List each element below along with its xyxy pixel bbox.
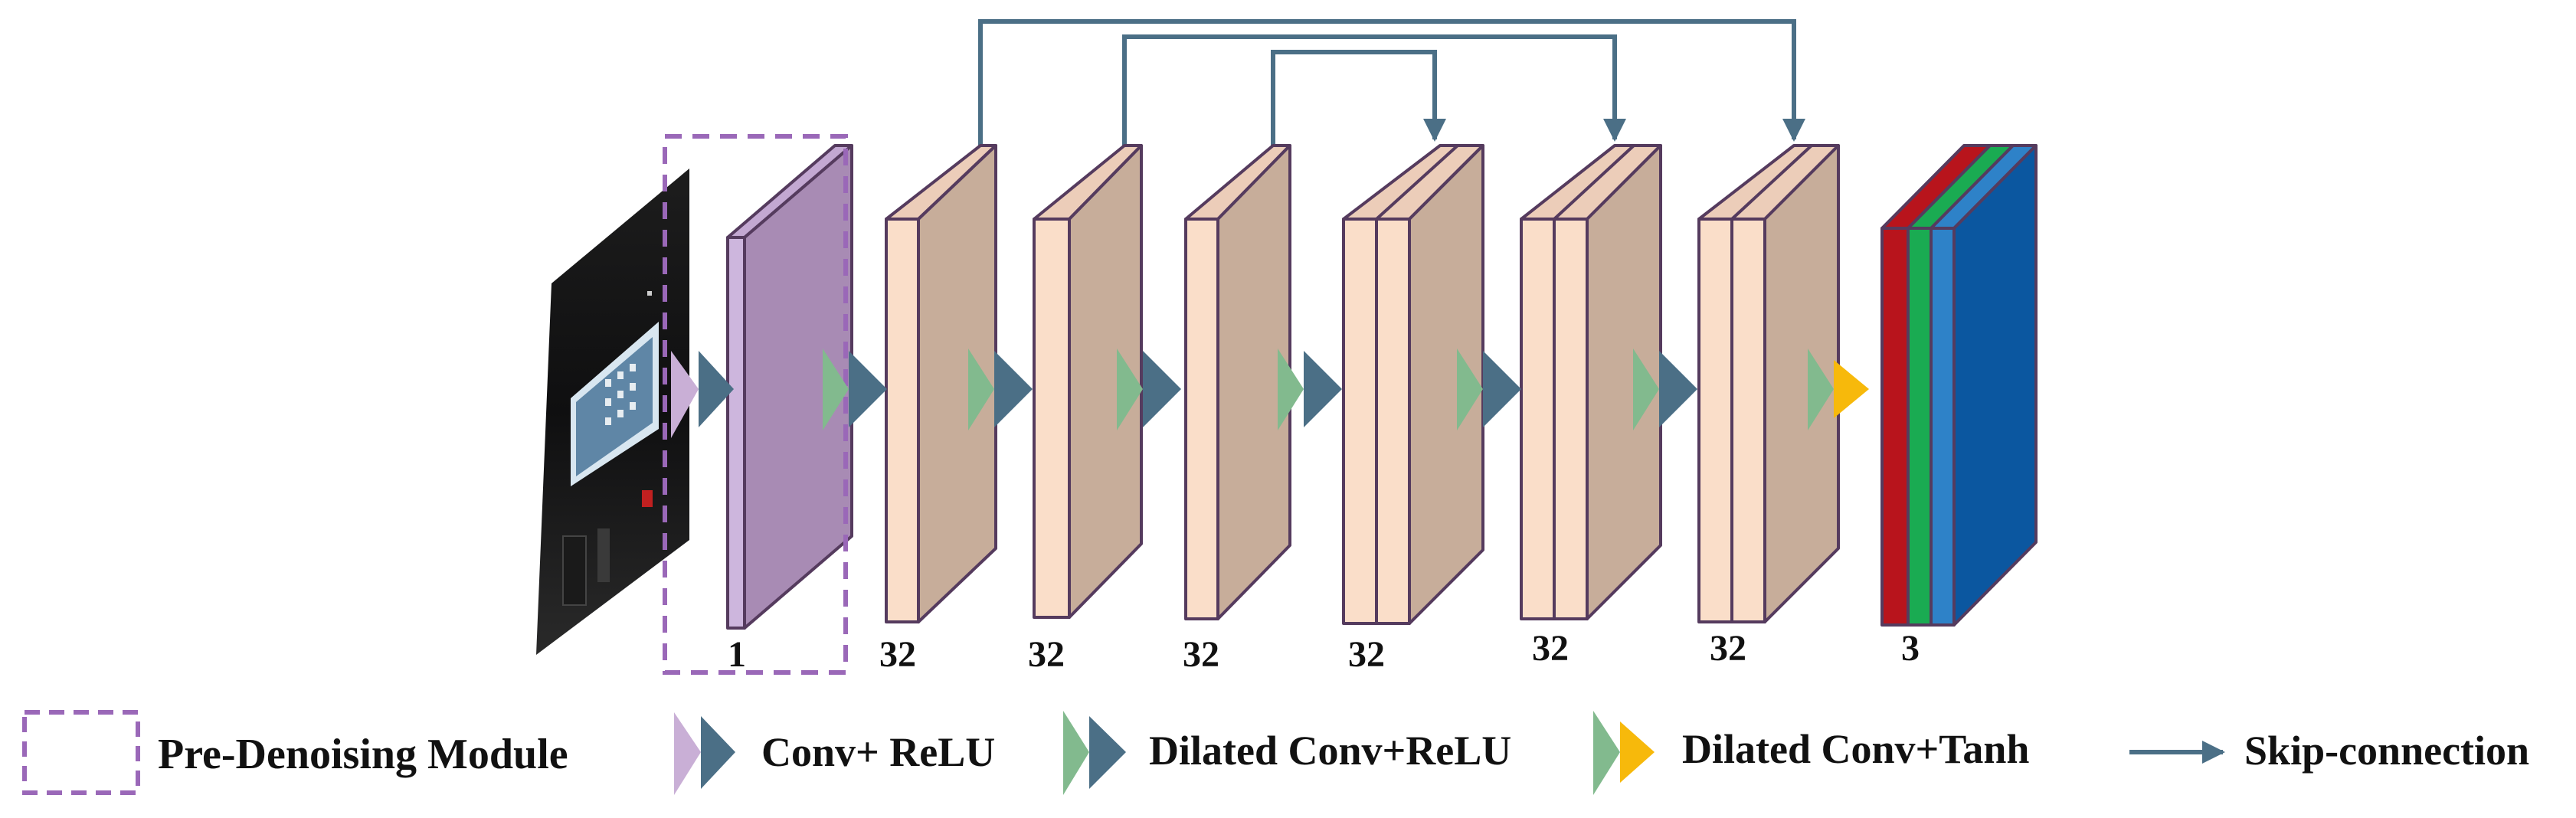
op-dilated-conv-relu-4: [1278, 348, 1342, 430]
layer-6-feature-map: [1520, 144, 1662, 620]
channel-labels: 1 32 32 32 32 32 32 3: [728, 628, 1920, 675]
op-dilated-conv-tanh: [1808, 348, 1869, 430]
channel-label-6: 32: [1532, 628, 1569, 669]
output-rgb-layer: [1880, 144, 2038, 627]
op-dilated-conv-relu-3: [1117, 348, 1181, 430]
op-dilated-conv-relu-5: [1457, 348, 1521, 430]
channel-label-3: 32: [1028, 634, 1065, 675]
op-dilated-conv-relu-2: [968, 348, 1033, 430]
op-dilated-conv-relu-1: [823, 348, 887, 430]
channel-label-1: 1: [728, 634, 746, 675]
skip-connections: [978, 19, 1805, 146]
op-dilated-conv-relu-6: [1633, 348, 1697, 430]
legend-label-conv-relu: Conv+ ReLU: [761, 729, 995, 775]
pre-denoising-dashed-box: [663, 134, 848, 675]
layer-7-feature-map: [1697, 144, 1840, 623]
input-image: [536, 169, 689, 655]
layer-1-conv: [726, 144, 853, 630]
legend-item-dilated-conv-relu: Dilated Conv+ReLU: [1063, 711, 1511, 795]
op-conv-relu: [671, 351, 734, 438]
legend-label-skip-connection: Skip-connection: [2244, 728, 2529, 774]
layer-4-feature-map: [1184, 144, 1291, 620]
legend-label-pre-denoising: Pre-Denoising Module: [158, 731, 568, 778]
channel-label-2: 32: [879, 634, 916, 675]
legend-dashed-box-swatch: [22, 710, 140, 795]
legend-item-dilated-conv-tanh: Dilated Conv+Tanh: [1593, 711, 2029, 795]
channel-label-4: 32: [1183, 634, 1219, 675]
channel-label-5: 32: [1348, 634, 1385, 675]
layer-3-feature-map: [1033, 144, 1143, 619]
channel-label-8: 3: [1901, 628, 1920, 669]
legend-item-conv-relu: Conv+ ReLU: [674, 712, 995, 795]
layer-5-feature-map: [1342, 144, 1484, 625]
layer-2-feature-map: [885, 144, 997, 623]
legend-item-skip-connection: Skip-connection: [2129, 728, 2529, 774]
legend-label-dilated-conv-tanh: Dilated Conv+Tanh: [1682, 726, 2029, 772]
channel-label-7: 32: [1710, 628, 1746, 669]
legend-label-dilated-conv-relu: Dilated Conv+ReLU: [1149, 728, 1511, 774]
skip-connection-outer: [978, 19, 1805, 146]
legend: Pre-Denoising Module Conv+ ReLU Dilated …: [22, 710, 2529, 795]
skip-connection-inner: [1271, 50, 1446, 146]
skip-connection-middle: [1122, 34, 1626, 146]
legend-item-pre-denoising: Pre-Denoising Module: [22, 710, 568, 795]
